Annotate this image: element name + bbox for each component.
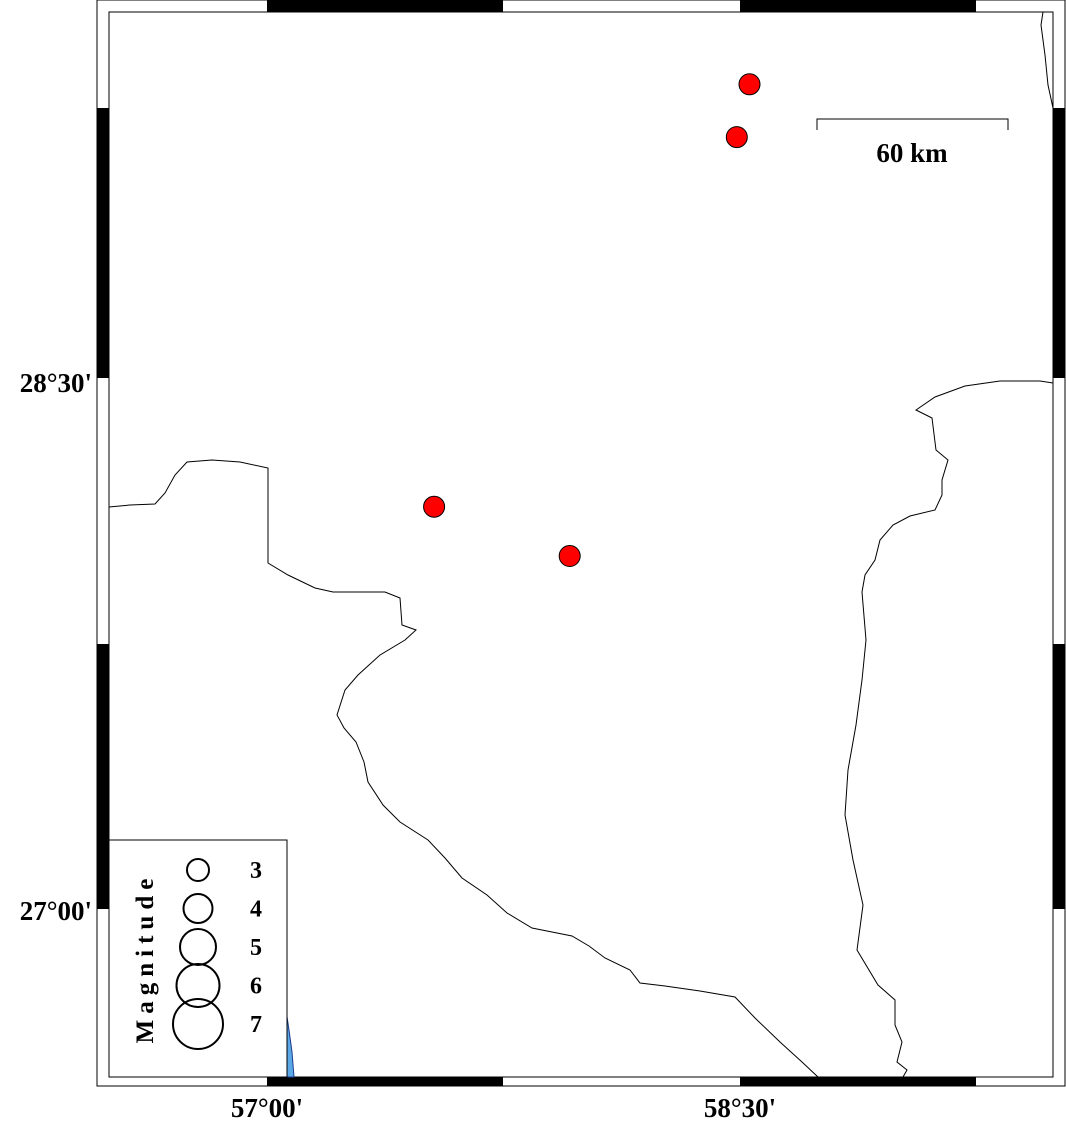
event-marker (423, 495, 446, 518)
legend-symbol-7 (172, 998, 224, 1050)
legend-label-4: 4 (250, 897, 262, 923)
province-boundaries (108, 11, 1054, 1078)
x-tick-label-1: 57°00' (231, 1093, 303, 1123)
legend-symbol-4 (182, 893, 214, 924)
event-marker (558, 545, 581, 567)
legend-label-3: 3 (250, 858, 262, 884)
boundary-northeast (1040, 11, 1054, 109)
boundary-west (108, 459, 819, 1078)
y-tick-label-2: 27°00' (20, 896, 92, 926)
legend-symbol-3 (186, 858, 210, 882)
legend-label-5: 5 (250, 935, 262, 961)
map-frame (96, 0, 1066, 1087)
magnitude-legend: Magnitude 3 4 5 6 7 (108, 839, 288, 1078)
scale-bar-label: 60 km (876, 138, 948, 168)
event-marker (725, 126, 748, 149)
legend-label-6: 6 (250, 974, 262, 1000)
legend-title: Magnitude (132, 873, 159, 1044)
y-tick-label-1: 28°30' (20, 368, 92, 398)
event-marker (738, 73, 761, 96)
x-tick-label-2: 58°30' (704, 1093, 776, 1123)
legend-symbol-6 (175, 963, 221, 1008)
boundary-east (844, 380, 1054, 1078)
event-markers (423, 73, 761, 567)
legend-label-7: 7 (250, 1012, 262, 1038)
scale-bar: 60 km (816, 118, 1009, 168)
